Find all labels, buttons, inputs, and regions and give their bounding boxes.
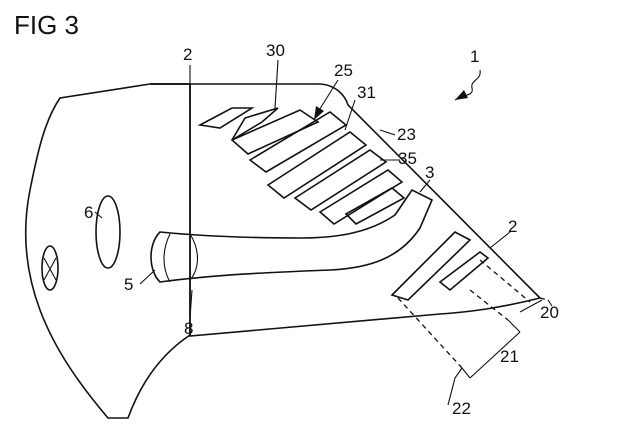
airfoil-section: [150, 83, 542, 337]
cooling-slots: [197, 107, 490, 301]
hole-lower: [41, 245, 59, 291]
channel-inlet: [163, 233, 171, 283]
label-20: 20: [540, 303, 559, 322]
label-25: 25: [334, 61, 353, 80]
extension-line-22: [397, 297, 463, 369]
dimension-brackets: [461, 299, 553, 379]
label-35: 35: [398, 149, 417, 168]
channel-contour: [189, 233, 199, 281]
extension-line-21: [469, 289, 509, 321]
label-3: 3: [425, 163, 434, 182]
leader-25: [317, 79, 339, 113]
label-1: 1: [470, 47, 479, 66]
hole-6: [95, 195, 121, 269]
leader-lines: [94, 59, 543, 319]
reference-arrow-1: [454, 69, 481, 101]
flange-plate: [24, 83, 191, 419]
label-8: 8: [184, 319, 193, 338]
label-2-top: 2: [183, 45, 192, 64]
label-5: 5: [124, 275, 133, 294]
hole-lower-detail: [43, 257, 57, 281]
extension-line-20: [479, 259, 549, 303]
label-23: 23: [397, 125, 416, 144]
label-6: 6: [84, 203, 93, 222]
cooling-channel: [150, 188, 434, 283]
label-31: 31: [357, 83, 376, 102]
figure-title: FIG 3: [14, 10, 79, 40]
arrowhead-1: [455, 90, 468, 100]
dimension-21-line: [469, 331, 521, 379]
arrowhead-25: [314, 106, 324, 120]
dimension-22-line: [447, 367, 463, 406]
label-30: 30: [266, 41, 285, 60]
label-22: 22: [452, 399, 471, 418]
label-21: 21: [500, 347, 519, 366]
label-2-tip: 2: [508, 217, 517, 236]
